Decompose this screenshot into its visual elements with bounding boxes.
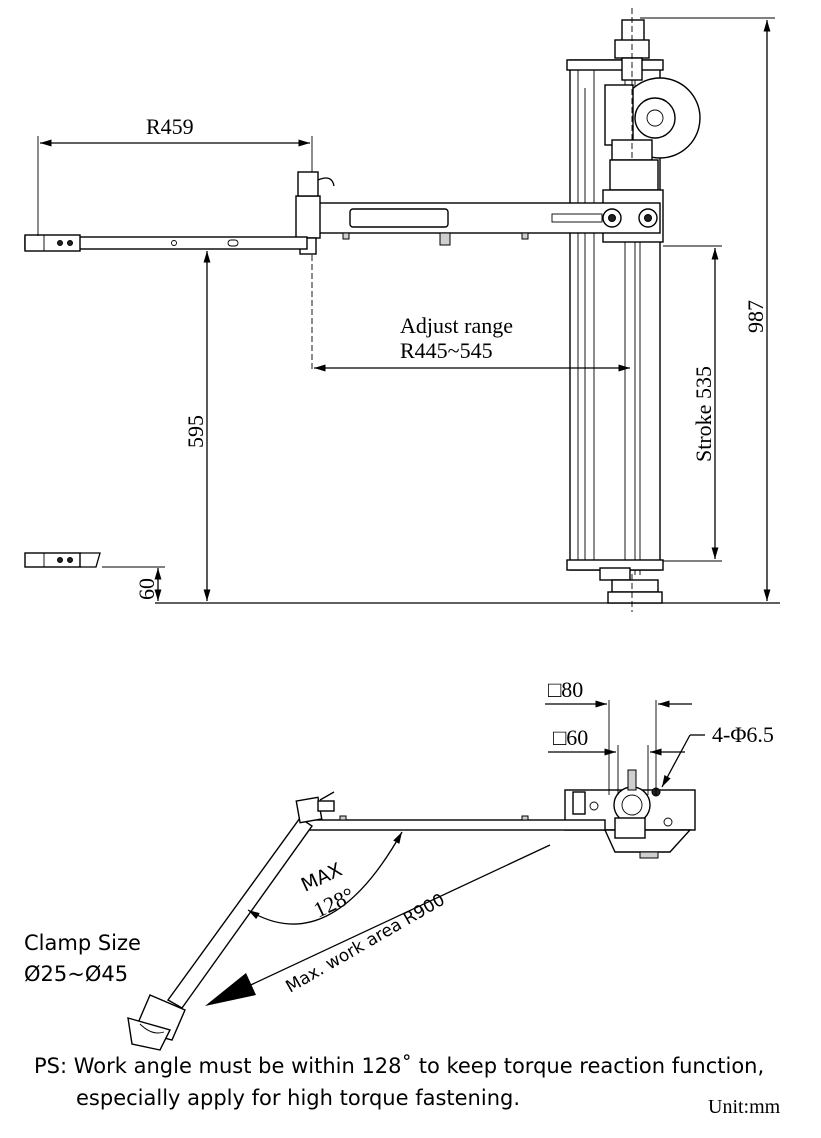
base-block [564,769,696,859]
extension-arm-upper [24,234,308,252]
dim-987: 987 [640,17,775,601]
square-80-label: □80 [548,677,583,702]
top-view: □80 □60 4-Φ6.5 MAX 128° Max. work area R… [24,677,774,1051]
horizontal-arm [295,171,661,255]
adjust-range-label: Adjust range [400,313,513,338]
holes-label: 4-Φ6.5 [712,722,774,747]
dim-stroke: Stroke 535 [663,245,722,562]
dim-60: 60 [102,566,165,601]
clamp-size-title: Clamp Size [24,931,141,955]
extension-arm-angled [127,791,335,1051]
height-595-label: 595 [183,415,208,448]
extension-arm-lower [24,552,101,568]
side-view: R459 Adjust range R445~545 595 60 Stroke… [24,8,780,612]
ps-note-line1: PS: Work angle must be within 128˚ to ke… [34,1054,765,1078]
balancer-reel [602,8,701,243]
unit-label: Unit:mm [708,1096,781,1118]
work-area-label: Max. work area R900 [283,890,449,997]
height-987-label: 987 [743,300,768,333]
r459-label: R459 [146,114,194,139]
work-area-arrowhead [205,973,256,1006]
clamp-size-range: Ø25~Ø45 [24,962,128,986]
arm-top-view [299,815,606,831]
ps-note-line2: especially apply for high torque fasteni… [76,1086,521,1110]
stroke-label: Stroke 535 [691,366,716,462]
adjust-range-value: R445~545 [400,338,493,363]
height-60-label: 60 [134,578,159,600]
dim-r459: R459 [37,114,313,236]
dim-square: □80 □60 4-Φ6.5 [545,677,774,795]
dim-595: 595 [183,251,211,601]
square-60-label: □60 [553,725,588,750]
dim-adjust-range: Adjust range R445~545 [311,255,630,372]
